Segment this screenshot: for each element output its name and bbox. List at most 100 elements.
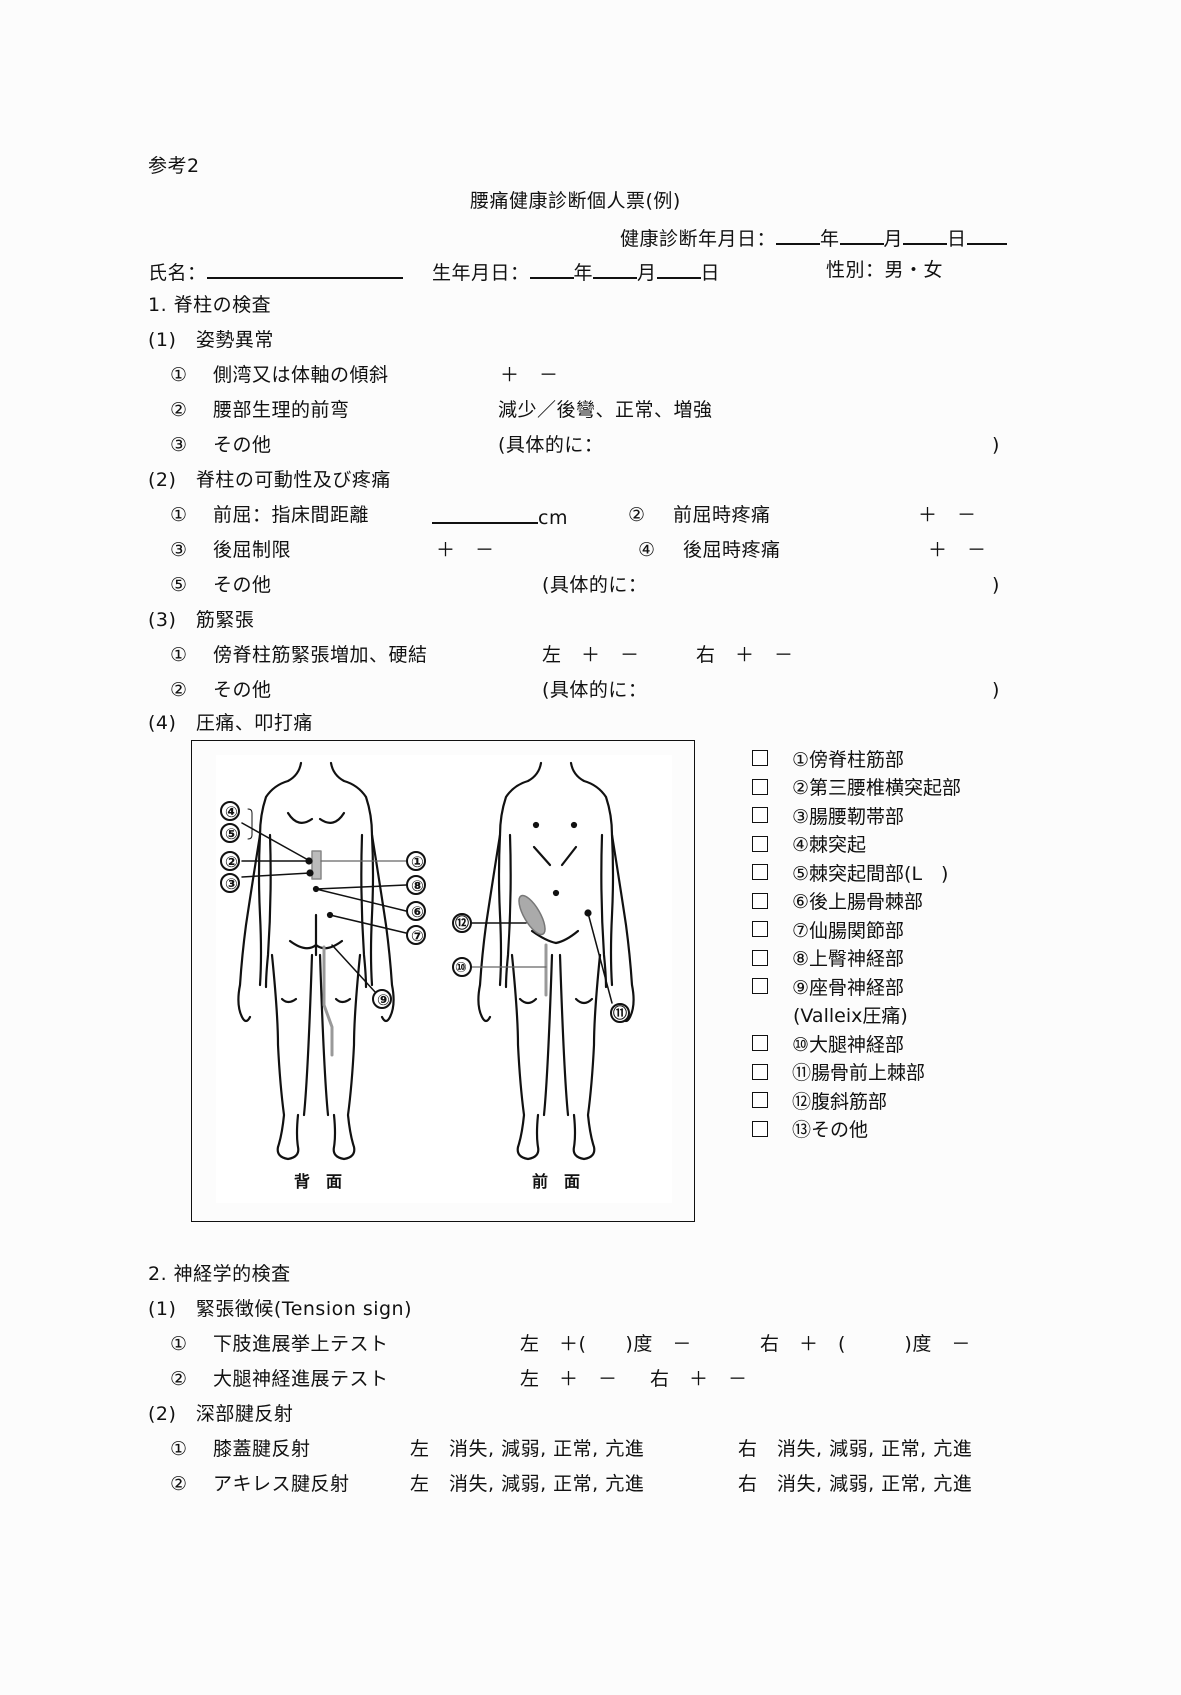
checklist-item[interactable]: ⑨座骨神経部 (752, 972, 961, 1001)
item-label: 傍脊柱筋緊張増加、硬結 (213, 644, 428, 666)
back-label: 背 面 (294, 1172, 342, 1191)
year-unit: 年 (820, 228, 840, 250)
right-plus-minus[interactable]: 右 ＋ － (696, 644, 794, 666)
item-num: ② (170, 399, 188, 421)
item-num: ① (170, 644, 188, 666)
specify-field[interactable]: (具体的に： (542, 679, 648, 701)
checkbox-label: ⑬その他 (792, 1119, 869, 1142)
sub2-title: (2) 脊柱の可動性及び疼痛 (148, 469, 391, 491)
item-num: ① (170, 364, 188, 386)
checkbox[interactable] (752, 949, 768, 966)
close-paren: ) (992, 679, 1000, 701)
svg-text:⑥: ⑥ (411, 903, 424, 921)
checklist-item[interactable]: ⑥後上腸骨棘部 (752, 887, 961, 916)
checkbox[interactable] (752, 778, 768, 795)
plus-minus-option[interactable]: ＋ － (500, 364, 559, 386)
front-figure-icon (471, 761, 635, 1161)
right-reflex-options[interactable]: 右 消失, 減弱, 正常, 亢進 (738, 1438, 973, 1460)
front-markers: ⑫ ⑩ ⑪ (452, 913, 630, 1023)
right-plus-minus[interactable]: 右 ＋ － (650, 1368, 748, 1390)
specify-field[interactable]: (具体的に： (542, 574, 648, 596)
birth-day-field[interactable] (656, 259, 701, 279)
sex-selector[interactable]: 性別：男・女 (826, 259, 944, 281)
birth-year-field[interactable] (529, 259, 574, 279)
item-num: ③ (170, 434, 188, 456)
name-field[interactable] (206, 259, 403, 279)
item-num: ② (628, 504, 646, 526)
item-num: ⑤ (170, 574, 188, 596)
month-unit: 月 (637, 262, 657, 284)
checkbox[interactable] (752, 921, 768, 938)
name-label: 氏名： (148, 262, 207, 284)
checkbox-label: ⑤棘突起間部(L ) (792, 862, 949, 885)
svg-text:⑩: ⑩ (455, 960, 467, 976)
checklist-item[interactable]: ⑪腸骨前上棘部 (752, 1058, 961, 1087)
checkbox[interactable] (752, 892, 768, 909)
checklist-item[interactable]: ⑧上臀神経部 (752, 944, 961, 973)
right-slr-field[interactable]: 右 ＋ ( )度 － (760, 1333, 971, 1355)
plus-minus-option[interactable]: ＋ － (918, 504, 977, 526)
left-reflex-options[interactable]: 左 消失, 減弱, 正常, 亢進 (410, 1473, 645, 1495)
exam-month-field[interactable] (839, 225, 884, 245)
checkbox[interactable] (752, 1092, 768, 1109)
right-reflex-options[interactable]: 右 消失, 減弱, 正常, 亢進 (738, 1473, 973, 1495)
sub2-title: (2) 深部腱反射 (148, 1403, 294, 1425)
checklist-item[interactable]: ②第三腰椎横突起部 (752, 773, 961, 802)
svg-text:⑧: ⑧ (411, 877, 424, 895)
item-label: 後屈時疼痛 (683, 539, 781, 561)
checkbox[interactable] (752, 1063, 768, 1080)
plus-minus-option[interactable]: ＋ － (928, 539, 987, 561)
finger-floor-distance: cm (432, 504, 568, 529)
checkbox[interactable] (752, 835, 768, 852)
checkbox-label: ⑫腹斜筋部 (792, 1090, 888, 1113)
checklist-item[interactable]: ⑩大腿神経部 (752, 1029, 961, 1058)
checkbox-label: ②第三腰椎横突起部 (792, 777, 962, 800)
item-label: 前屈：指床間距離 (213, 504, 370, 526)
checkbox[interactable] (752, 978, 768, 995)
item-label: 後屈制限 (213, 539, 292, 561)
exam-year-field[interactable] (776, 225, 821, 245)
checkbox[interactable] (752, 1120, 768, 1137)
left-plus-minus[interactable]: 左 ＋ － (520, 1368, 618, 1390)
checklist-item[interactable]: ⑬その他 (752, 1115, 961, 1144)
checklist-item[interactable]: ③腸腰靭帯部 (752, 801, 961, 830)
front-label: 前 面 (532, 1172, 580, 1191)
plus-minus-option[interactable]: ＋ － (436, 539, 495, 561)
checkbox-label: ⑨座骨神経部 (792, 976, 905, 999)
checklist-item[interactable]: ⑦仙腸関節部 (752, 915, 961, 944)
checkbox-label: ④棘突起 (792, 834, 867, 857)
item-label: 大腿神経進展テスト (213, 1368, 389, 1390)
sub3-title: (3) 筋緊張 (148, 609, 255, 631)
diagram-canvas: ④ ⑤ ② ③ ① ⑧ ⑥ ⑦ ⑨ 背 面 (216, 755, 672, 1203)
left-slr-field[interactable]: 左 ＋( )度 － (520, 1333, 692, 1355)
checklist-item[interactable]: ④棘突起 (752, 830, 961, 859)
item-num: ① (170, 1438, 188, 1460)
checkbox[interactable] (752, 807, 768, 824)
unit-cm: cm (538, 507, 568, 529)
sub4-title: (4) 圧痛、叩打痛 (148, 712, 313, 734)
checklist-item[interactable]: ⑤棘突起間部(L ) (752, 858, 961, 887)
checkbox-label: ⑥後上腸骨棘部 (792, 891, 924, 914)
svg-text:⑤: ⑤ (225, 825, 238, 843)
left-plus-minus[interactable]: 左 ＋ － (542, 644, 640, 666)
item-label: その他 (213, 679, 272, 701)
exam-date-trailing-line (966, 225, 1007, 245)
item-num: ③ (170, 539, 188, 561)
checkbox[interactable] (752, 864, 768, 881)
checklist-item[interactable]: ⑫腹斜筋部 (752, 1086, 961, 1115)
svg-text:⑨: ⑨ (377, 991, 390, 1009)
specify-field[interactable]: (具体的に： (498, 434, 604, 456)
birth-month-field[interactable] (593, 259, 638, 279)
exam-day-field[interactable] (903, 225, 948, 245)
checkbox[interactable] (752, 1035, 768, 1052)
checkbox[interactable] (752, 750, 768, 767)
item-num: ② (170, 1368, 188, 1390)
item-label: アキレス腱反射 (213, 1473, 350, 1495)
lordosis-options[interactable]: 減少／後彎、正常、増強 (498, 399, 713, 421)
checklist-item[interactable]: ①傍脊柱筋部 (752, 744, 961, 773)
svg-text:⑪: ⑪ (613, 1005, 627, 1022)
left-reflex-options[interactable]: 左 消失, 減弱, 正常, 亢進 (410, 1438, 645, 1460)
distance-field[interactable] (432, 504, 538, 524)
checkbox-label: ③腸腰靭帯部 (792, 805, 905, 828)
svg-text:②: ② (225, 853, 238, 871)
